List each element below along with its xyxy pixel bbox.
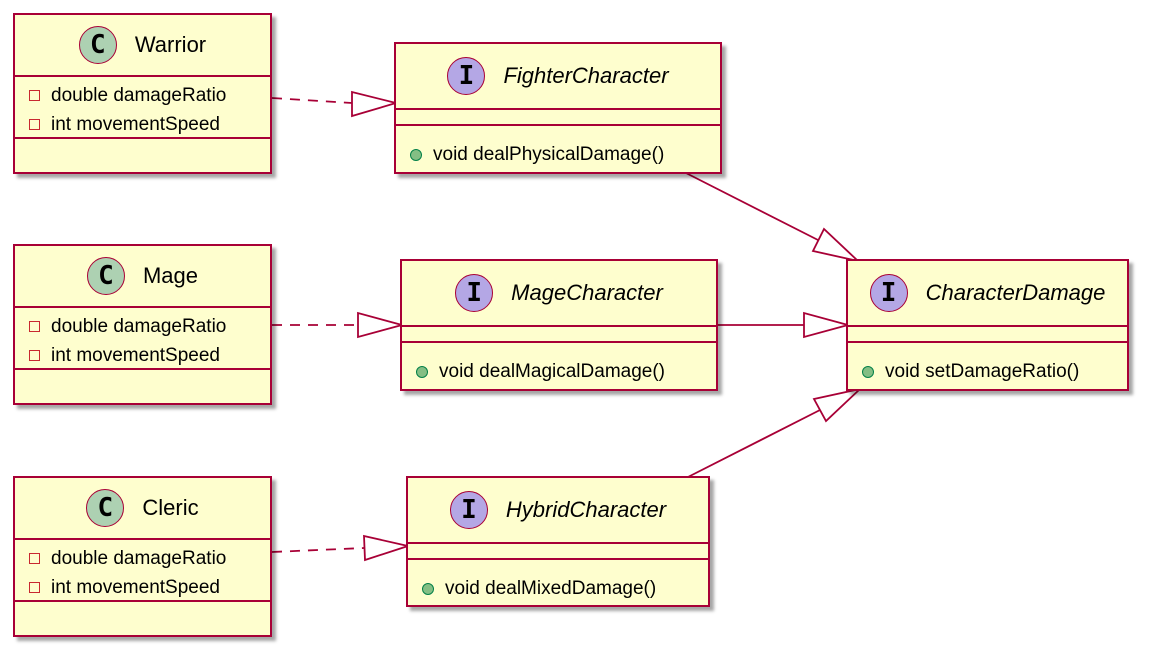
private-field-icon: [29, 321, 40, 332]
private-field-icon: [29, 119, 40, 130]
interface-methods: void setDamageRatio(): [848, 343, 1127, 386]
class-header: C Warrior: [15, 15, 270, 77]
interface-methods: void dealPhysicalDamage(): [396, 126, 720, 169]
interface-methods: void dealMagicalDamage(): [402, 343, 716, 386]
class-badge-icon: C: [78, 26, 117, 64]
interface-methods: void dealMixedDamage(): [408, 560, 708, 603]
interface-name: CharacterDamage: [925, 280, 1106, 305]
class-header: C Cleric: [15, 478, 270, 540]
class-name: Warrior: [134, 32, 207, 57]
interface-badge-icon: I: [447, 57, 486, 95]
field-text: double damageRatio: [51, 547, 227, 569]
method-text: void dealMagicalDamage(): [439, 360, 665, 382]
interface-name: FighterCharacter: [503, 63, 669, 88]
interface-badge-icon: I: [869, 274, 908, 312]
method-text: void setDamageRatio(): [885, 360, 1080, 382]
interface-magecharacter: I MageCharacter void dealMagicalDamage(): [400, 259, 718, 391]
private-field-icon: [29, 350, 40, 361]
interface-badge-icon: I: [449, 491, 488, 529]
interface-name: MageCharacter: [511, 280, 663, 305]
method-row: void dealPhysicalDamage(): [396, 140, 720, 169]
empty-field-compartment: [396, 110, 720, 126]
method-text: void dealPhysicalDamage(): [433, 143, 665, 165]
field-row: double damageRatio: [15, 81, 270, 110]
interface-badge-icon: I: [455, 274, 494, 312]
field-row: int movementSpeed: [15, 341, 270, 370]
empty-field-compartment: [408, 544, 708, 560]
generalization-magecharacter-characterdamage: [716, 311, 852, 339]
class-name: Mage: [142, 263, 199, 288]
class-header: C Mage: [15, 246, 270, 308]
field-text: int movementSpeed: [51, 344, 220, 366]
method-text: void dealMixedDamage(): [445, 577, 657, 599]
private-field-icon: [29, 90, 40, 101]
class-fields: double damageRatio int movementSpeed: [15, 308, 270, 370]
field-row: double damageRatio: [15, 312, 270, 341]
class-badge-icon: C: [86, 489, 125, 527]
public-method-icon: [416, 365, 428, 378]
class-mage: C Mage double damageRatio int movementSp…: [13, 244, 272, 405]
generalization-hybridcharacter-characterdamage: [687, 387, 863, 478]
private-field-icon: [29, 553, 40, 564]
field-row: double damageRatio: [15, 544, 270, 573]
private-field-icon: [29, 582, 40, 593]
realization-mage-magecharacter: [272, 311, 406, 339]
method-row: void setDamageRatio(): [848, 357, 1127, 386]
class-warrior: C Warrior double damageRatio int movemen…: [13, 13, 272, 174]
method-row: void dealMixedDamage(): [408, 574, 708, 603]
interface-header: I CharacterDamage: [848, 261, 1127, 327]
interface-fightercharacter: I FighterCharacter void dealPhysicalDama…: [394, 42, 722, 174]
empty-field-compartment: [402, 327, 716, 343]
interface-header: I HybridCharacter: [408, 478, 708, 544]
interface-hybridcharacter: I HybridCharacter void dealMixedDamage(): [406, 476, 710, 607]
public-method-icon: [862, 365, 874, 378]
field-text: int movementSpeed: [51, 113, 220, 135]
interface-header: I MageCharacter: [402, 261, 716, 327]
realization-warrior-fightercharacter: [271, 90, 400, 118]
method-row: void dealMagicalDamage(): [402, 357, 716, 386]
interface-characterdamage: I CharacterDamage void setDamageRatio(): [846, 259, 1129, 391]
field-text: int movementSpeed: [51, 576, 220, 598]
class-badge-icon: C: [86, 257, 125, 295]
class-fields: double damageRatio int movementSpeed: [15, 540, 270, 602]
field-row: int movementSpeed: [15, 573, 270, 602]
class-fields: double damageRatio int movementSpeed: [15, 77, 270, 139]
class-cleric: C Cleric double damageRatio int movement…: [13, 476, 272, 637]
empty-field-compartment: [848, 327, 1127, 343]
interface-header: I FighterCharacter: [396, 44, 720, 110]
public-method-icon: [410, 148, 422, 161]
field-row: int movementSpeed: [15, 110, 270, 139]
generalization-fightercharacter-characterdamage: [685, 172, 862, 263]
field-text: double damageRatio: [51, 315, 227, 337]
field-text: double damageRatio: [51, 84, 227, 106]
realization-cleric-hybridcharacter: [271, 534, 412, 562]
interface-name: HybridCharacter: [505, 497, 667, 522]
public-method-icon: [422, 582, 434, 595]
class-name: Cleric: [142, 495, 199, 520]
